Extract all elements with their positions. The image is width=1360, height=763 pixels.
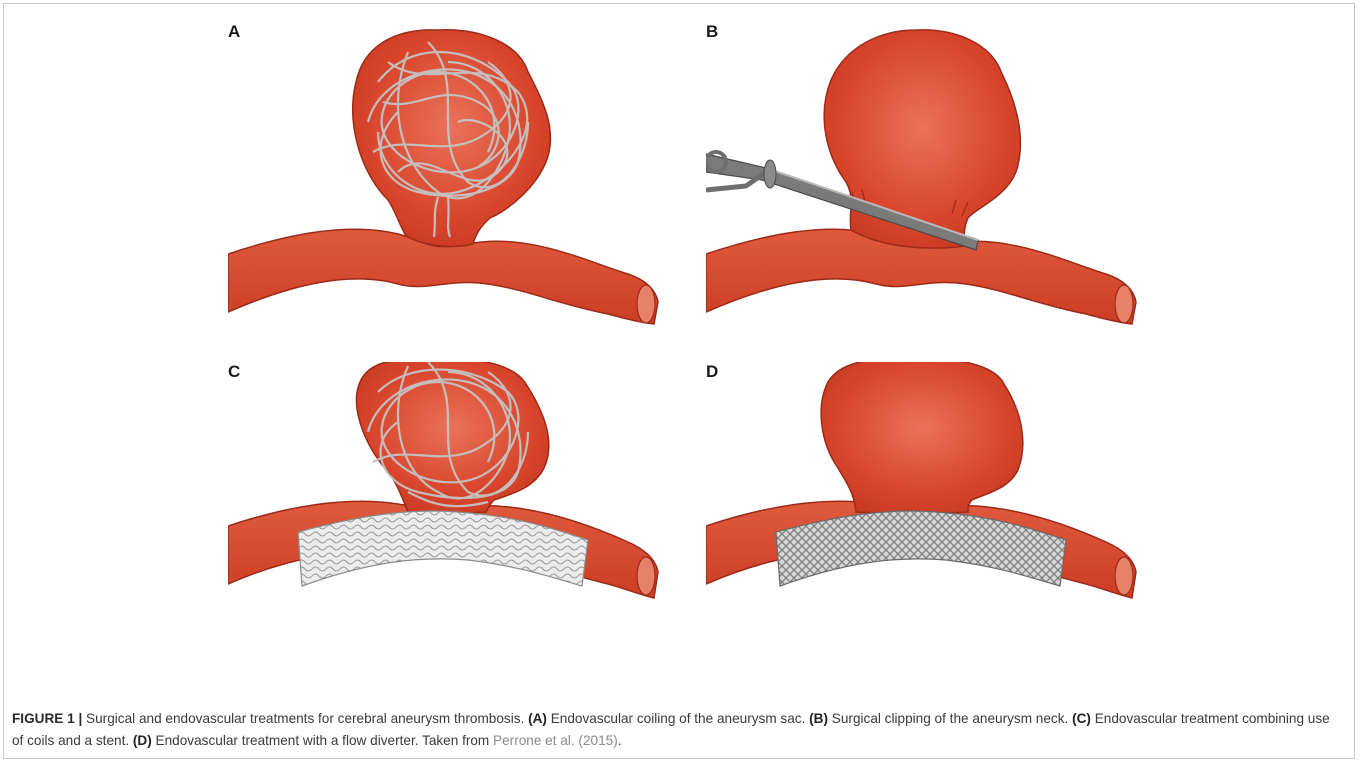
caption-text-a: Endovascular coiling of the aneurysm sac… [547,711,809,726]
coil-stent-aneurysm-illustration [228,362,698,682]
figure-label: FIGURE 1 | [12,711,82,726]
caption-key-b: (B) [809,711,828,726]
caption-intro: Surgical and endovascular treatments for… [82,711,528,726]
panel-a: A [228,22,698,342]
caption-text-d: Endovascular treatment with a flow diver… [152,733,493,748]
caption-key-a: (A) [528,711,547,726]
panel-b: B [706,22,1176,342]
caption-end: . [618,733,622,748]
panel-d: D [706,362,1176,682]
coiled-aneurysm-illustration [228,22,698,342]
panel-c: C [228,362,698,682]
panel-label-b: B [706,22,718,42]
clipped-aneurysm-illustration [706,22,1176,342]
panel-label-c: C [228,362,240,382]
panel-label-a: A [228,22,240,42]
reference-link[interactable]: Perrone et al. (2015) [493,733,618,748]
caption-key-d: (D) [133,733,152,748]
flow-diverter-aneurysm-illustration [706,362,1176,682]
panel-label-d: D [706,362,718,382]
caption-text-b: Surgical clipping of the aneurysm neck. [828,711,1072,726]
figure-caption: FIGURE 1 | Surgical and endovascular tre… [12,708,1342,752]
caption-key-c: (C) [1072,711,1091,726]
